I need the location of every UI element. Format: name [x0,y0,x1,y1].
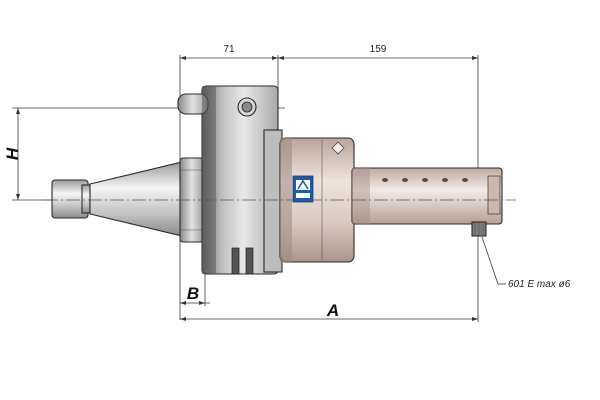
dim-H-label: H [3,147,22,160]
dim-71-label: 71 [223,44,235,55]
dim-A-label: A [326,301,339,320]
callout-leader [481,236,506,285]
logo-icon [292,175,314,203]
dim-159-label: 159 [370,44,387,55]
callout-text: 601 E max ø6 [508,279,571,290]
boring-bar [351,167,503,237]
dimension-B [180,270,210,306]
dimension-A [180,317,478,321]
dim-B-label: B [187,284,199,303]
main-body [177,85,283,275]
taper-shank [51,161,183,237]
